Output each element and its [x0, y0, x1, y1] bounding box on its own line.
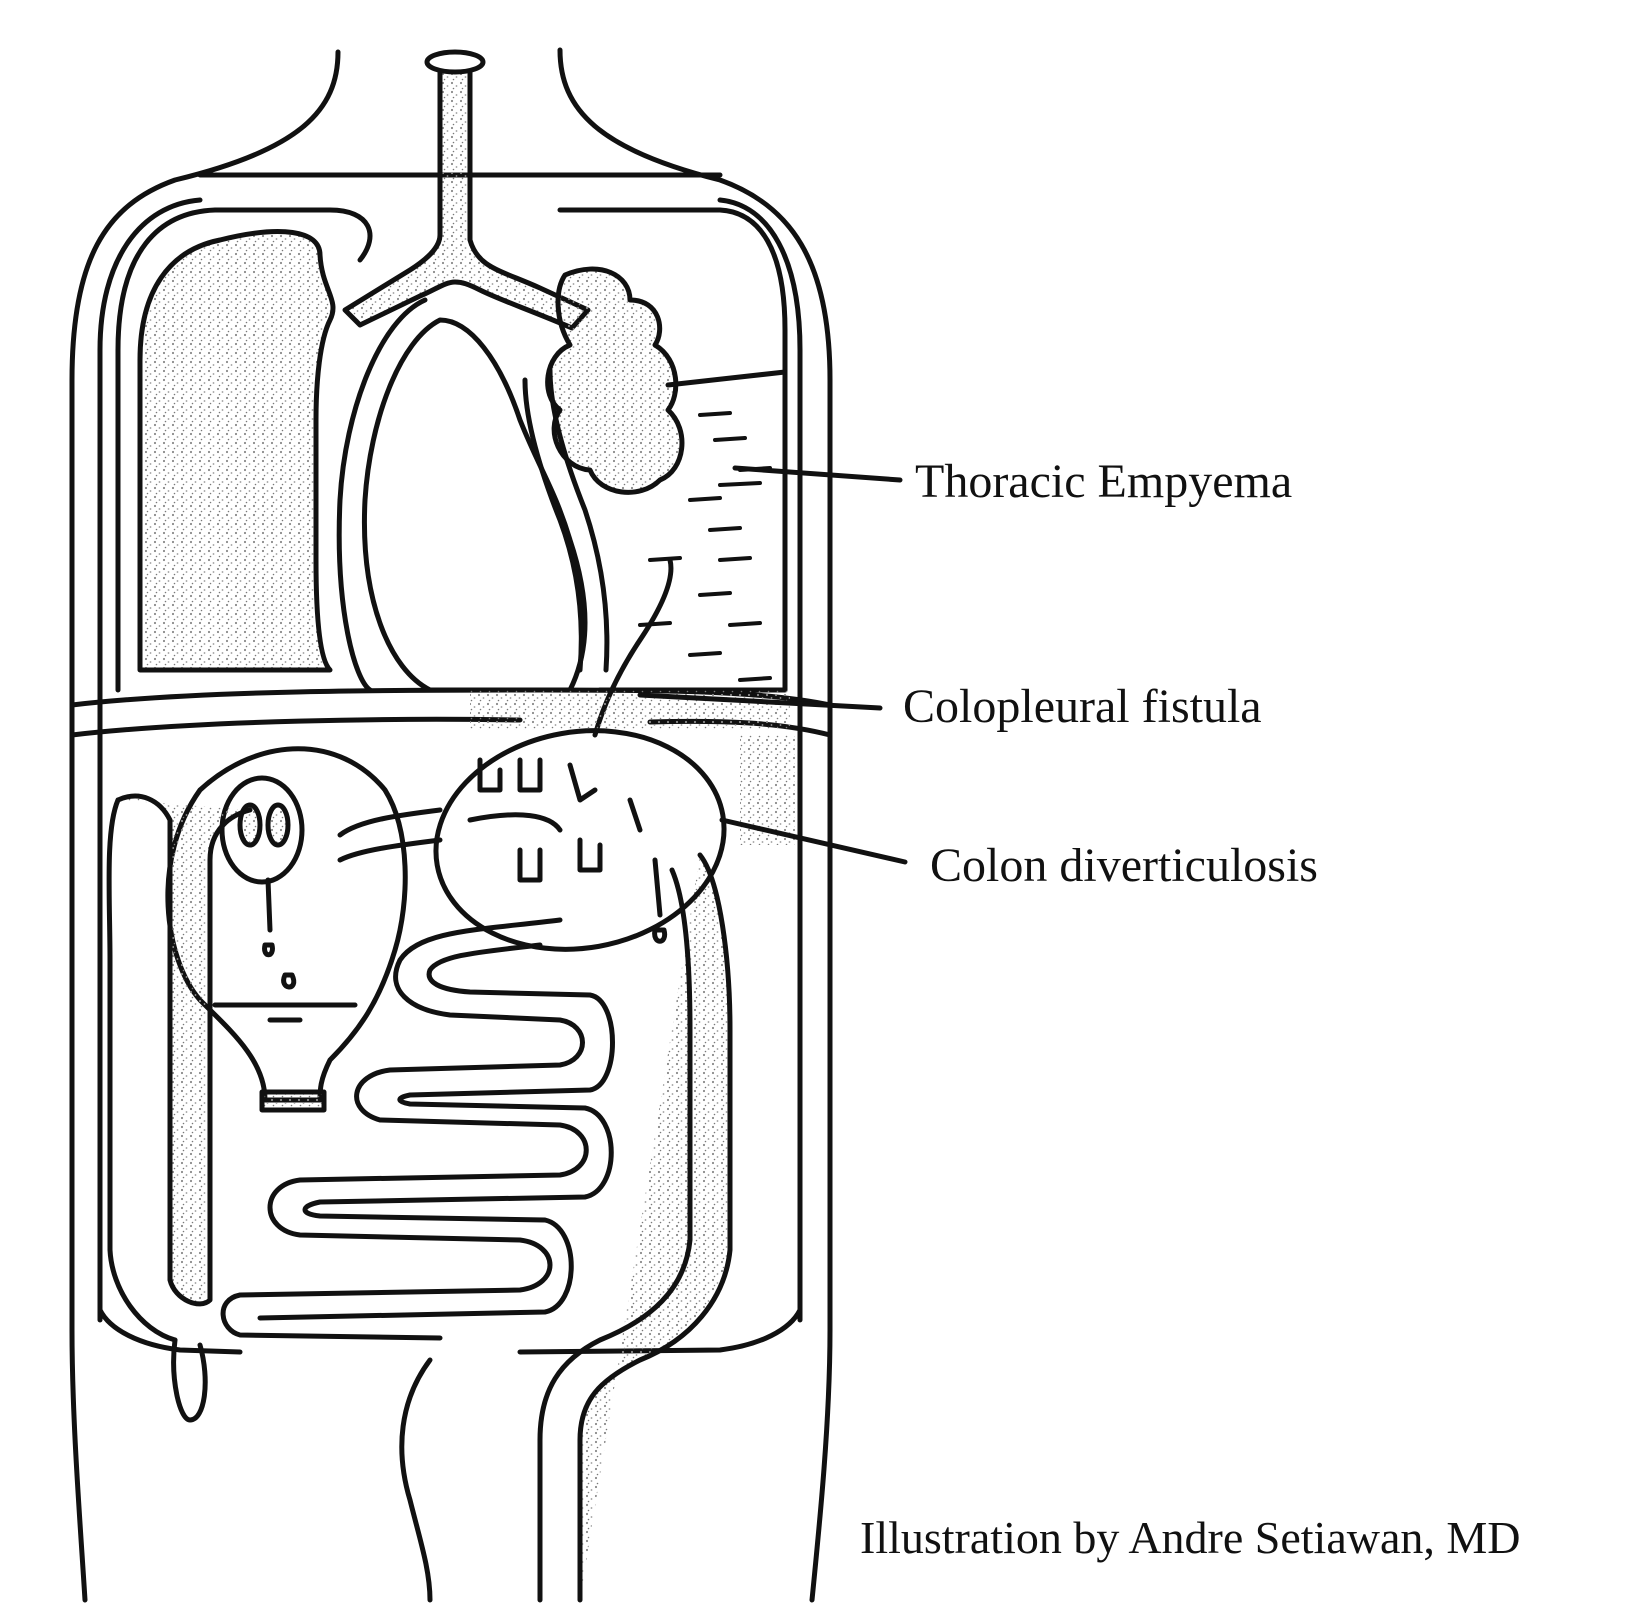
diaphragm-stipple	[470, 690, 790, 730]
transverse-tube	[337, 807, 443, 863]
left-lung-collapsed	[545, 266, 685, 495]
left-pleura	[115, 207, 373, 693]
leader-line-fistula	[637, 692, 883, 711]
illustration-credit: Illustration by Andre Setiawan, MD	[860, 1512, 1521, 1563]
leader-line-empyema	[732, 465, 903, 483]
oval-inner-left	[237, 802, 263, 848]
fistula-drip	[652, 857, 668, 944]
descending-colon-inner	[537, 867, 693, 1603]
fluid-level	[665, 369, 788, 388]
drip	[262, 877, 275, 958]
trachea-top	[424, 49, 486, 75]
leader-line-colon	[719, 817, 908, 865]
stomach-fluid	[212, 1002, 358, 1023]
diverticulosis-circle	[433, 728, 727, 952]
sigmoid-left	[399, 1357, 433, 1603]
label-colopleural-fistula: Colopleural fistula	[903, 680, 1262, 733]
small-intestine	[220, 917, 589, 1341]
small-intestine-inner	[257, 942, 615, 1321]
right-lung	[137, 229, 336, 673]
label-colon-diverticulosis: Colon diverticulosis	[930, 839, 1318, 892]
ascending-colon	[115, 793, 253, 1307]
bronchus-left	[522, 367, 610, 673]
inner-body-wall	[97, 197, 803, 1323]
torso-outline	[69, 49, 341, 1603]
heart-wall	[336, 297, 428, 693]
diverticula	[467, 757, 643, 883]
left-pleural-cavity	[557, 207, 788, 693]
trachea	[342, 62, 591, 331]
drop	[281, 972, 297, 990]
abdominal-cavity-right	[517, 757, 803, 1355]
stomach-base	[259, 1089, 327, 1113]
oval-inner-right	[265, 802, 291, 848]
ascending-colon-outer	[106, 797, 178, 1343]
appendix	[171, 1337, 208, 1423]
label-thoracic-empyema: Thoracic Empyema	[915, 455, 1293, 508]
descending-colon	[577, 852, 733, 1603]
torso-outline-right	[557, 47, 833, 1603]
